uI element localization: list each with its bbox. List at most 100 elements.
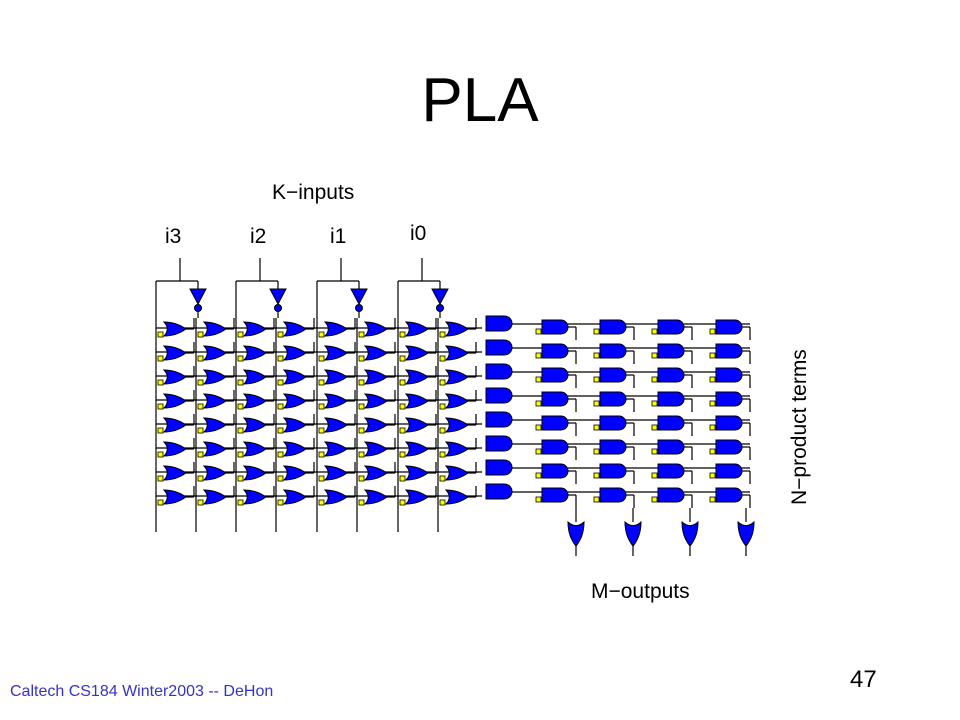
or-plane-cell [599,319,627,335]
config-bit [277,331,284,338]
and-plane-cell [242,345,267,361]
product-term-gate [485,411,513,428]
or-plane-cell [657,487,685,503]
config-bit [318,427,325,434]
config-bit [197,403,204,410]
inverter-bubble [274,304,282,312]
footer-credit: Caltech CS184 Winter2003 -- DeHon [10,683,274,700]
and-plane-cell [282,369,307,385]
or-plane-cell [599,343,627,359]
config-bit [277,451,284,458]
and-plane-cell [363,369,388,385]
and-plane-cell [444,369,469,385]
config-bit [358,331,365,338]
and-plane-cell [323,345,348,361]
config-bit [157,403,164,410]
config-bit [197,499,204,506]
and-plane-cell [444,393,469,409]
config-bit [709,496,716,503]
and-plane-cell [282,321,307,337]
product-term-gate [485,459,513,476]
and-plane-cell [404,345,429,361]
config-bit [277,403,284,410]
config-bit [157,355,164,362]
or-plane-cell [715,367,743,383]
slide-title: PLA [421,66,539,135]
config-bit [439,331,446,338]
config-bit [277,379,284,386]
config-bit [399,355,406,362]
n-product-terms-label: N−product terms [788,349,811,505]
config-bit [237,355,244,362]
and-plane-cell [202,417,227,433]
m-outputs-label: M−outputs [591,580,690,603]
config-bit [157,427,164,434]
config-bit [593,472,600,479]
config-bit [439,427,446,434]
and-plane-cell [242,321,267,337]
inverter-gate [189,288,207,306]
and-plane-cell [323,489,348,505]
or-plane-cell [657,319,685,335]
config-bit [439,355,446,362]
k-inputs-label: K−inputs [272,181,354,204]
and-plane-cell [202,441,227,457]
inverter-gate [269,288,287,306]
config-bit [318,499,325,506]
config-bit [237,331,244,338]
config-bit [709,328,716,335]
config-bit [358,379,365,386]
and-plane-cell [323,393,348,409]
config-bit [535,352,542,359]
and-plane-cell [323,369,348,385]
config-bit [237,427,244,434]
config-bit [593,400,600,407]
and-plane-cell [363,489,388,505]
and-plane-cell [404,441,429,457]
config-bit [709,424,716,431]
config-bit [651,424,658,431]
and-plane-cell [444,465,469,481]
or-plane-cell [715,343,743,359]
output-or-gate [681,520,699,547]
or-plane-cell [657,463,685,479]
config-bit [651,448,658,455]
page-number: 47 [850,666,877,693]
inverter-bubble [194,304,202,312]
config-bit [535,448,542,455]
and-plane-cell [323,321,348,337]
config-bit [593,328,600,335]
config-bit [318,379,325,386]
config-bit [358,499,365,506]
and-plane-cell [162,345,187,361]
product-term-gate [485,435,513,452]
inverter-bubble [436,304,444,312]
config-bit [439,379,446,386]
config-bit [157,475,164,482]
config-bit [358,427,365,434]
config-bit [318,475,325,482]
config-bit [651,400,658,407]
config-bit [535,496,542,503]
and-plane-cell [162,465,187,481]
and-plane-cell [404,489,429,505]
or-plane-cell [541,391,569,407]
and-plane-cell [242,465,267,481]
and-plane-cell [363,321,388,337]
config-bit [197,355,204,362]
config-bit [197,475,204,482]
config-bit [399,379,406,386]
and-plane-cell [162,321,187,337]
and-plane-cell [162,489,187,505]
config-bit [197,331,204,338]
config-bit [157,379,164,386]
config-bit [237,499,244,506]
input-label-i0: i0 [410,222,426,245]
or-plane-cell [599,367,627,383]
config-bit [399,451,406,458]
and-plane-cell [282,417,307,433]
config-bit [197,451,204,458]
or-plane-cell [599,487,627,503]
and-plane-cell [282,345,307,361]
